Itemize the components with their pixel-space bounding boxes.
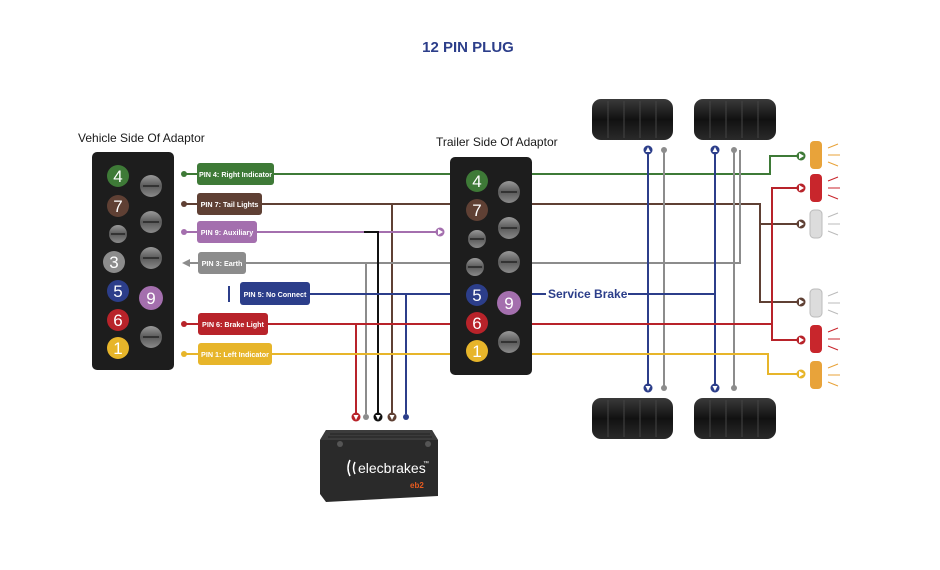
trailer-wheels	[592, 99, 776, 439]
svg-text:9: 9	[504, 294, 513, 313]
wire-pin3	[190, 150, 741, 264]
svg-text:6: 6	[472, 314, 481, 333]
pin5-label: PIN 5: No Connect	[244, 290, 307, 299]
controller-tm: ™	[423, 460, 429, 467]
lamp-right-tail	[796, 209, 840, 239]
svg-text:5: 5	[113, 282, 122, 301]
service-brake-bg	[546, 284, 628, 302]
trailer-side-heading: Trailer Side Of Adaptor	[436, 135, 558, 149]
trailer-pin-7: 7	[466, 199, 488, 221]
lamp-left-indicator	[796, 361, 840, 389]
trailer-blank-pins	[466, 181, 520, 353]
pin3-label: PIN 3: Earth	[202, 259, 243, 268]
vehicle-plug: 4 7 3 5 9 6 1	[92, 152, 174, 370]
trailer-pin-5: 5	[466, 284, 488, 306]
vehicle-side-heading: Vehicle Side Of Adaptor	[78, 131, 205, 145]
lamp-right-indicator	[796, 141, 840, 169]
lamp-left-tail	[796, 288, 840, 318]
controller-terminals	[351, 412, 409, 422]
vehicle-pin-4: 4	[107, 165, 129, 187]
trailer-pin-6: 6	[466, 312, 488, 334]
lamp-left-brake	[796, 325, 840, 353]
trailer-lamps	[796, 141, 840, 389]
pin6-label: PIN 6: Brake Light	[202, 320, 265, 329]
vehicle-pin-5: 5	[107, 280, 129, 302]
wheel-front-left	[592, 99, 673, 140]
svg-text:7: 7	[113, 197, 122, 216]
vehicle-pin-6: 6	[107, 309, 129, 331]
elecbrakes-controller: elecbrakes ™ eb2	[320, 430, 438, 502]
svg-text:5: 5	[472, 286, 481, 305]
svg-text:6: 6	[113, 311, 122, 330]
pin1-label: PIN 1: Left Indicator	[201, 350, 269, 359]
wire-pin6-branch	[771, 187, 800, 324]
controller-model: eb2	[410, 481, 424, 490]
trailer-pin-1: 1	[466, 340, 488, 362]
vehicle-pin-7: 7	[107, 195, 129, 217]
trailer-pin-4: 4	[466, 170, 488, 192]
page-title: 12 PIN PLUG	[422, 39, 514, 56]
lamp-right-brake	[796, 174, 840, 202]
wheel-front-right	[694, 99, 776, 140]
svg-text:9: 9	[146, 289, 155, 308]
pin7-label: PIN 7: Tail Lights	[201, 200, 259, 209]
svg-text:4: 4	[113, 167, 122, 186]
vehicle-blank-pins	[109, 175, 162, 348]
vehicle-pin-1: 1	[107, 337, 129, 359]
svg-text:7: 7	[472, 201, 481, 220]
brake-arrows	[643, 145, 737, 393]
signal-icon	[347, 459, 356, 477]
pin-labels: PIN 4: Right Indicator PIN 7: Tail Light…	[197, 163, 310, 365]
svg-text:1: 1	[113, 339, 122, 358]
pin4-label: PIN 4: Right Indicator	[199, 170, 272, 179]
vehicle-pin-3: 3	[103, 251, 125, 273]
svg-text:3: 3	[109, 253, 118, 272]
wheel-rear-right	[694, 398, 776, 439]
trailer-pin-9: 9	[497, 291, 521, 315]
wire-dots	[181, 171, 445, 357]
svg-text:1: 1	[472, 342, 481, 361]
service-brake-label: Service Brake	[548, 287, 628, 301]
controller-brand: elecbrakes	[358, 460, 426, 476]
vehicle-pin-9: 9	[139, 286, 163, 310]
wheel-rear-left	[592, 398, 673, 439]
pin9-label: PIN 9: Auxiliary	[201, 228, 253, 237]
svg-text:4: 4	[472, 172, 481, 191]
trailer-plug: 4 7 5 9 6 1	[450, 157, 532, 375]
